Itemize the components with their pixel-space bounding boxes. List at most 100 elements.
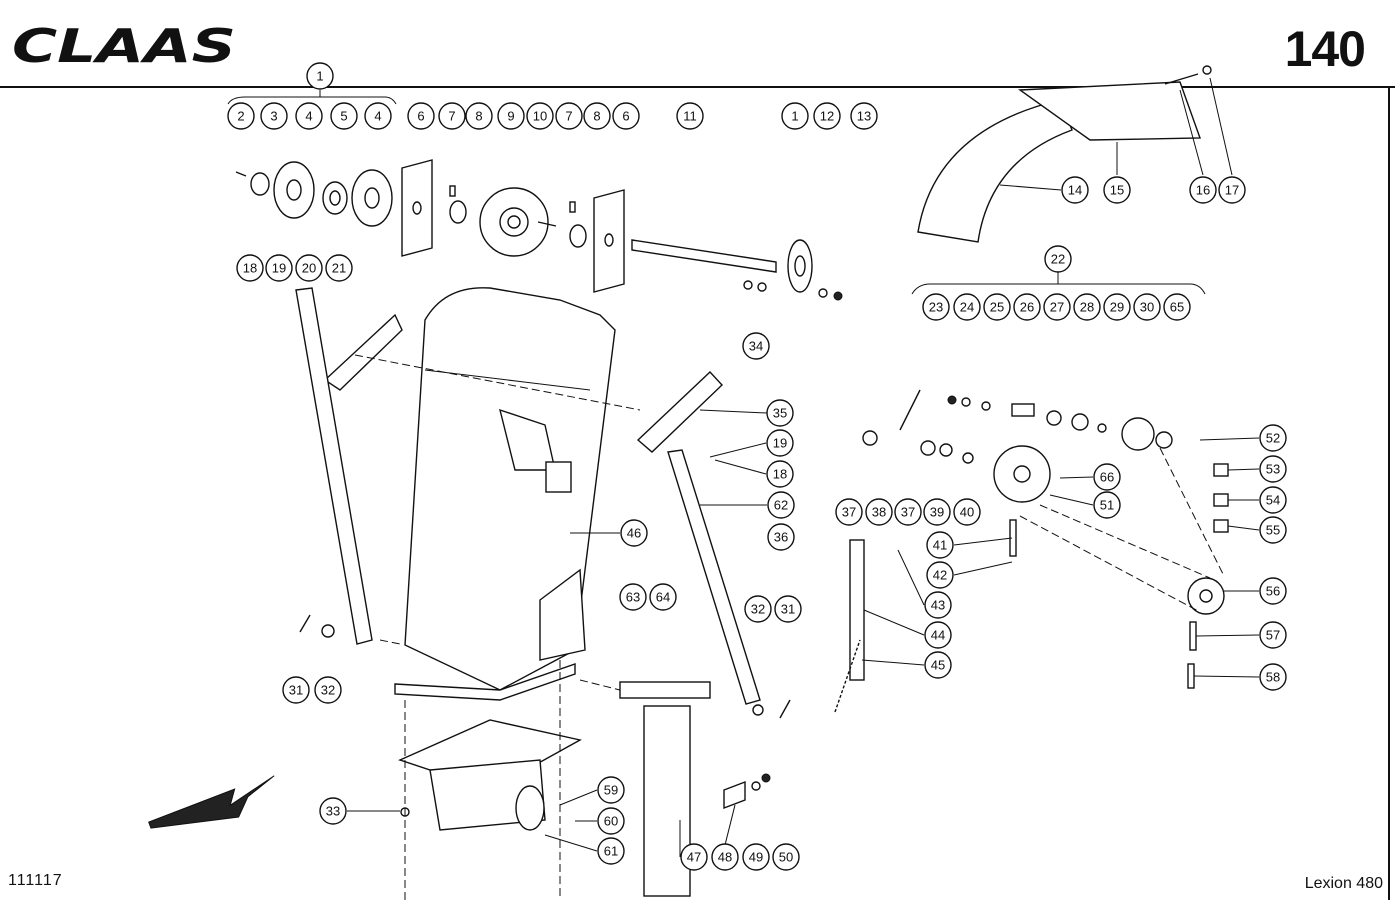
callout-marker[interactable]: 37: [894, 498, 922, 526]
callout-marker[interactable]: 44: [924, 621, 952, 649]
callout-marker[interactable]: 50: [772, 843, 800, 871]
svg-text:53: 53: [1266, 462, 1280, 477]
callout-marker[interactable]: 32: [744, 595, 772, 623]
callout-marker[interactable]: 41: [926, 531, 954, 559]
svg-text:32: 32: [751, 602, 765, 617]
svg-text:21: 21: [332, 261, 346, 276]
callout-marker[interactable]: 34: [742, 332, 770, 360]
callout-marker[interactable]: 8: [465, 102, 493, 130]
callout-marker[interactable]: 59: [597, 776, 625, 804]
callout-marker[interactable]: 5: [330, 102, 358, 130]
callout-marker[interactable]: 6: [407, 102, 435, 130]
svg-text:18: 18: [773, 467, 787, 482]
callout-marker[interactable]: 35: [766, 399, 794, 427]
callout-marker[interactable]: 42: [926, 561, 954, 589]
svg-text:32: 32: [321, 683, 335, 698]
callout-marker[interactable]: 10: [526, 102, 554, 130]
callout-marker[interactable]: 3: [260, 102, 288, 130]
callout-marker[interactable]: 24: [953, 293, 981, 321]
svg-text:61: 61: [604, 844, 618, 859]
callout-marker[interactable]: 46: [620, 519, 648, 547]
callout-marker[interactable]: 36: [767, 523, 795, 551]
callout-marker[interactable]: 29: [1103, 293, 1131, 321]
callout-marker[interactable]: 32: [314, 676, 342, 704]
svg-text:33: 33: [326, 804, 340, 819]
svg-text:15: 15: [1110, 183, 1124, 198]
callout-marker[interactable]: 45: [924, 651, 952, 679]
callout-marker[interactable]: 25: [983, 293, 1011, 321]
callout-marker[interactable]: 39: [923, 498, 951, 526]
callout-marker[interactable]: 20: [295, 254, 323, 282]
callout-marker[interactable]: 27: [1043, 293, 1071, 321]
callout-marker[interactable]: 18: [766, 460, 794, 488]
callout-marker[interactable]: 4: [295, 102, 323, 130]
callout-marker[interactable]: 56: [1259, 577, 1287, 605]
callout-marker[interactable]: 12: [813, 102, 841, 130]
callout-marker[interactable]: 37: [835, 498, 863, 526]
callout-marker[interactable]: 28: [1073, 293, 1101, 321]
callout-marker[interactable]: 64: [649, 583, 677, 611]
svg-text:45: 45: [931, 658, 945, 673]
svg-text:31: 31: [781, 602, 795, 617]
page-number: 140: [1284, 21, 1366, 77]
callout-marker[interactable]: 17: [1218, 176, 1246, 204]
curved-guard-14: [917, 99, 1073, 243]
callout-marker[interactable]: 18: [236, 254, 264, 282]
callout-marker[interactable]: 1: [306, 62, 334, 90]
callout-marker[interactable]: 11: [676, 102, 704, 130]
callout-marker[interactable]: 9: [497, 102, 525, 130]
svg-text:35: 35: [773, 406, 787, 421]
callout-marker[interactable]: 57: [1259, 621, 1287, 649]
callout-marker[interactable]: 30: [1133, 293, 1161, 321]
callout-marker[interactable]: 63: [619, 583, 647, 611]
callout-marker[interactable]: 53: [1259, 455, 1287, 483]
callout-marker[interactable]: 65: [1163, 293, 1191, 321]
callout-marker[interactable]: 49: [742, 843, 770, 871]
callout-marker[interactable]: 13: [850, 102, 878, 130]
svg-text:63: 63: [626, 590, 640, 605]
callout-marker[interactable]: 48: [711, 843, 739, 871]
callout-marker[interactable]: 38: [865, 498, 893, 526]
svg-text:43: 43: [931, 598, 945, 613]
svg-text:1: 1: [791, 109, 798, 124]
tension-rod-44: [849, 539, 865, 681]
callout-marker[interactable]: 19: [265, 254, 293, 282]
callout-marker[interactable]: 52: [1259, 424, 1287, 452]
callout-marker[interactable]: 31: [774, 595, 802, 623]
callout-marker[interactable]: 1: [781, 102, 809, 130]
svg-text:6: 6: [622, 109, 629, 124]
callout-marker[interactable]: 7: [438, 102, 466, 130]
callout-marker[interactable]: 26: [1013, 293, 1041, 321]
callout-marker[interactable]: 6: [612, 102, 640, 130]
leader-lines: [319, 77, 1260, 857]
callout-marker[interactable]: 55: [1259, 516, 1287, 544]
callout-marker[interactable]: 60: [597, 807, 625, 835]
callout-marker[interactable]: 7: [555, 102, 583, 130]
callout-marker[interactable]: 62: [767, 491, 795, 519]
callout-marker[interactable]: 33: [319, 797, 347, 825]
callout-marker[interactable]: 23: [922, 293, 950, 321]
spring-45: [834, 639, 861, 713]
callout-marker[interactable]: 58: [1259, 663, 1287, 691]
callout-marker[interactable]: 43: [924, 591, 952, 619]
callout-marker[interactable]: 66: [1093, 463, 1121, 491]
group-bracket-1: [227, 96, 397, 105]
callout-marker[interactable]: 54: [1259, 486, 1287, 514]
callout-marker[interactable]: 14: [1061, 176, 1089, 204]
callout-marker[interactable]: 19: [766, 429, 794, 457]
callout-marker[interactable]: 16: [1189, 176, 1217, 204]
svg-text:54: 54: [1266, 493, 1280, 508]
callout-marker[interactable]: 2: [227, 102, 255, 130]
callout-marker[interactable]: 8: [583, 102, 611, 130]
callout-marker[interactable]: 47: [680, 843, 708, 871]
callout-marker[interactable]: 61: [597, 837, 625, 865]
callout-marker[interactable]: 15: [1103, 176, 1131, 204]
callout-marker[interactable]: 40: [953, 498, 981, 526]
callout-marker[interactable]: 4: [364, 102, 392, 130]
callout-marker[interactable]: 31: [282, 676, 310, 704]
callout-marker[interactable]: 21: [325, 254, 353, 282]
callout-marker[interactable]: 51: [1093, 491, 1121, 519]
callout-marker[interactable]: 22: [1044, 245, 1072, 273]
svg-text:48: 48: [718, 850, 732, 865]
svg-text:50: 50: [779, 850, 793, 865]
